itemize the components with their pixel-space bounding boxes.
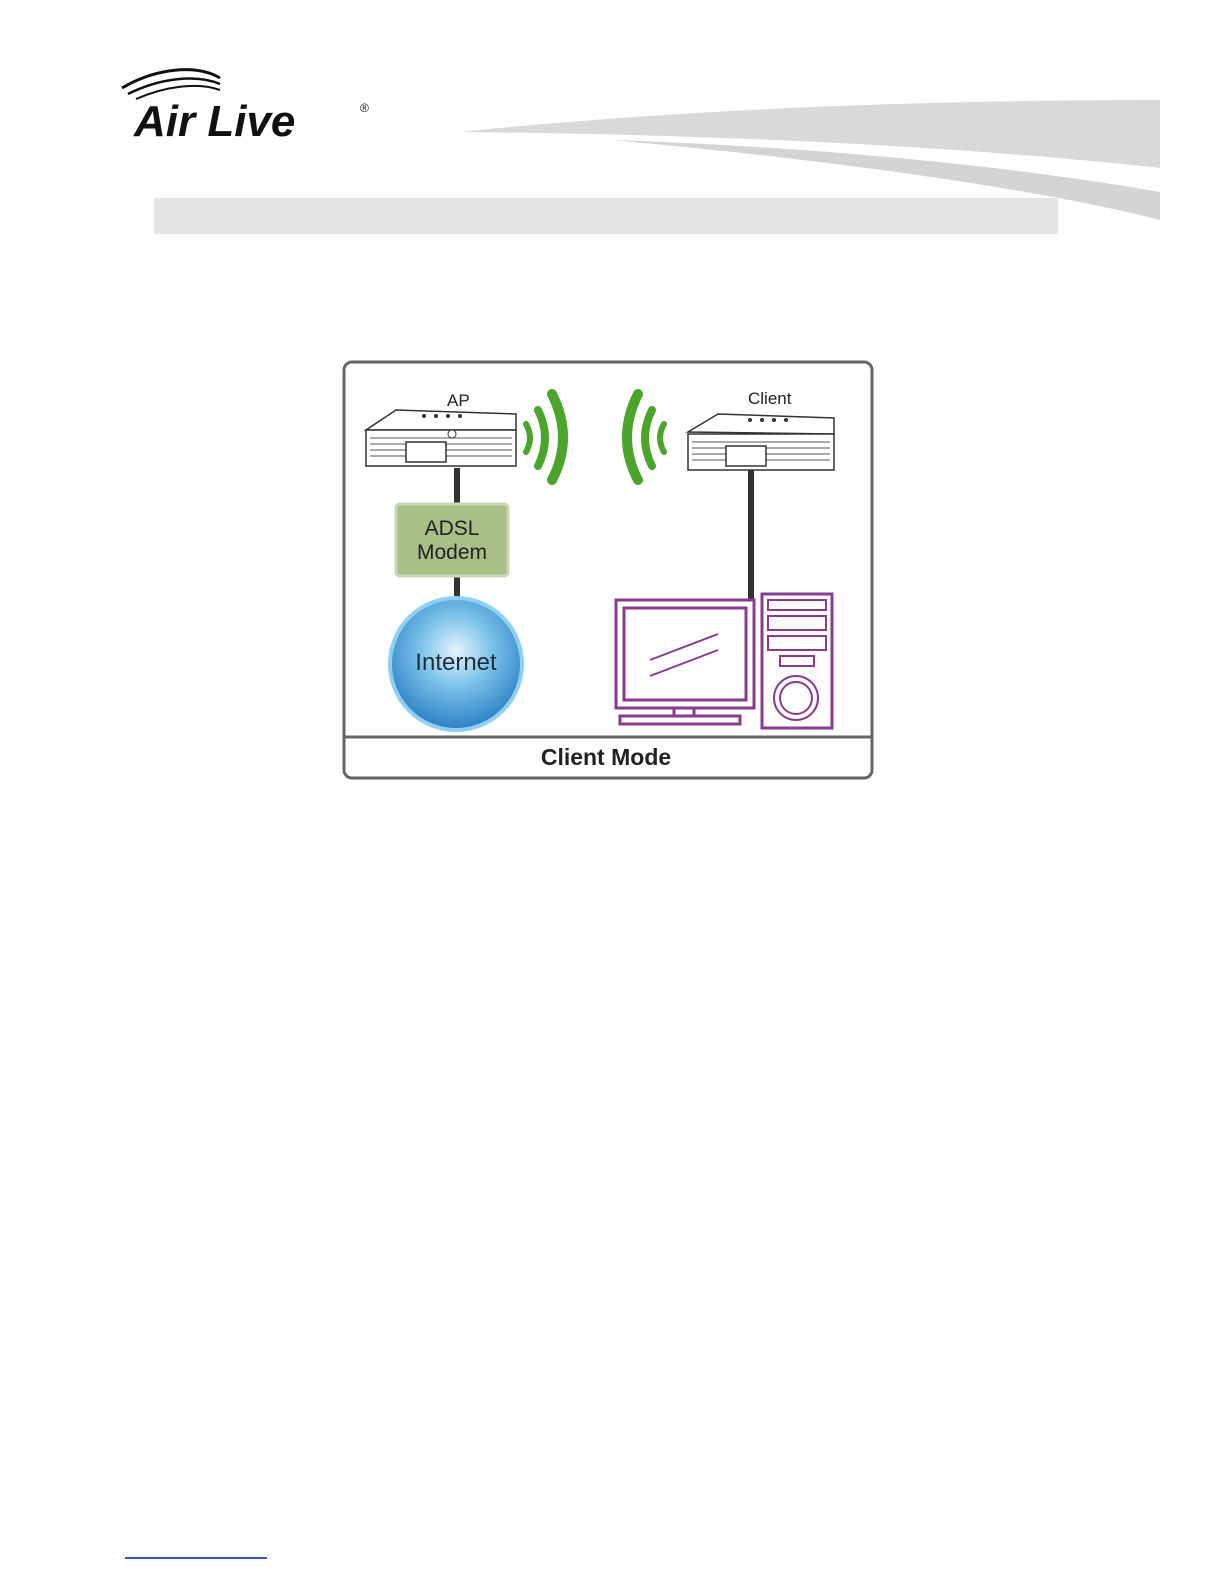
ap-router-icon [366, 410, 516, 466]
footer-link-underline[interactable] [125, 1557, 267, 1559]
client-router-icon [688, 414, 834, 470]
modem-label-line2: Modem [417, 541, 487, 564]
ap-label: AP [447, 391, 470, 410]
diagram-caption: Client Mode [541, 744, 671, 770]
adsl-modem-box [396, 504, 508, 576]
airlive-logo: Air Live ® [116, 66, 378, 146]
modem-label-line1: ADSL [425, 517, 480, 540]
computer-tower-icon [762, 594, 832, 728]
internet-label: Internet [415, 649, 497, 676]
registered-mark: ® [360, 101, 369, 115]
logo-text: Air Live [133, 97, 295, 146]
computer-monitor-icon [616, 600, 754, 724]
client-mode-diagram: AP Client ADSL Modem Internet [340, 358, 876, 782]
header-bar [154, 198, 1058, 234]
client-label: Client [748, 389, 792, 408]
